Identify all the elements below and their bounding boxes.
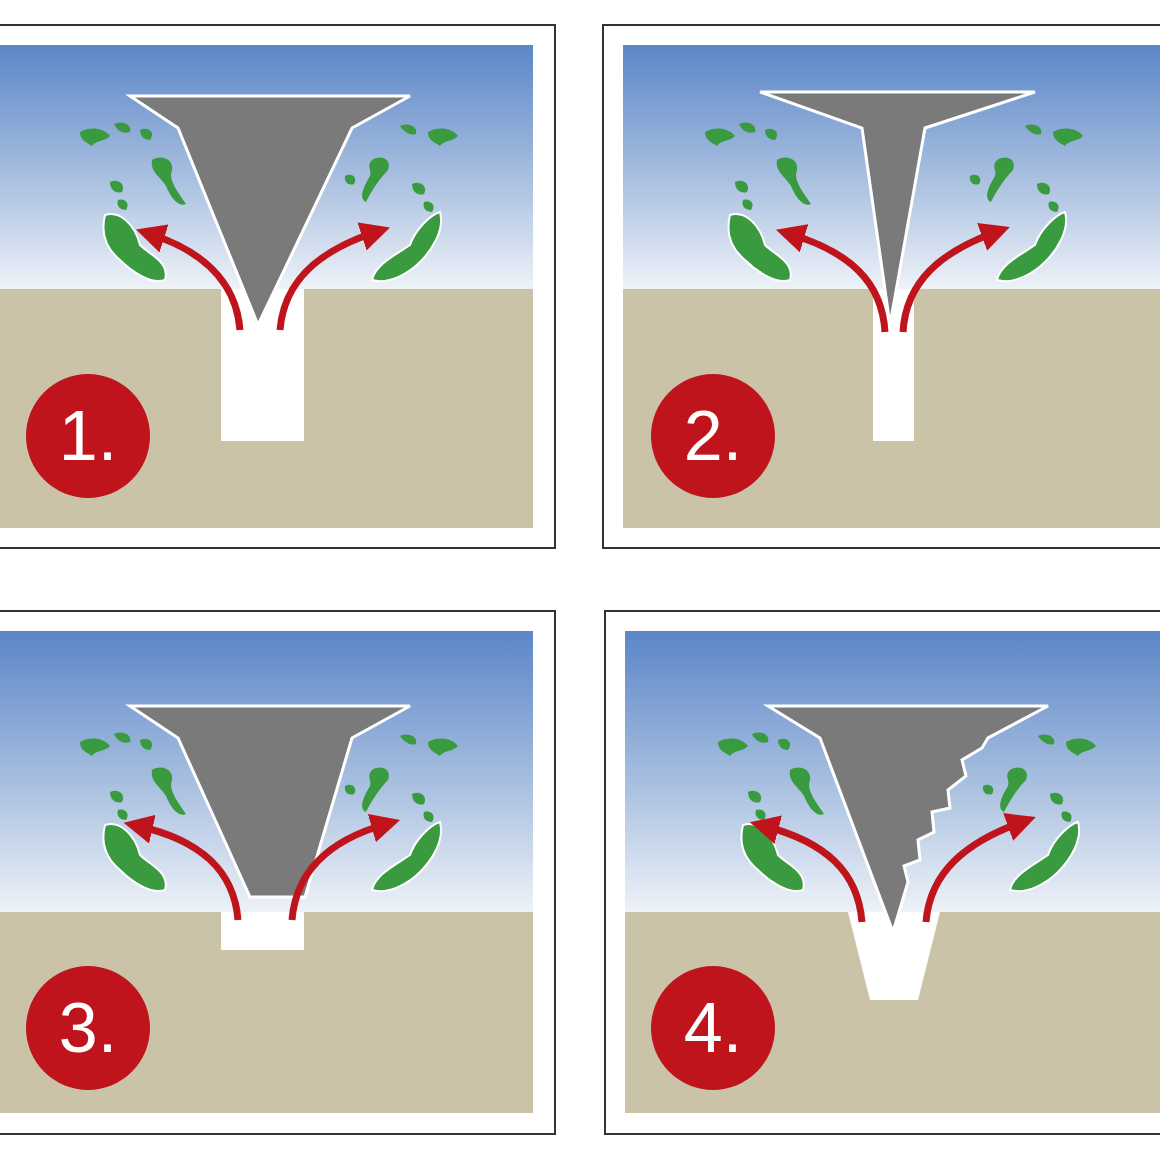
number-circle: 3. xyxy=(26,966,150,1090)
panel-4 xyxy=(605,611,1160,1134)
number-circle: 2. xyxy=(651,374,775,498)
step-number: 1. xyxy=(59,401,117,471)
step-number: 4. xyxy=(684,993,742,1063)
number-circle: 4. xyxy=(651,966,775,1090)
panel-3 xyxy=(0,611,555,1134)
panel-1 xyxy=(0,25,555,548)
panel-2 xyxy=(603,25,1160,548)
step-number: 2. xyxy=(684,401,742,471)
step-number: 3. xyxy=(59,993,117,1063)
number-circle: 1. xyxy=(26,374,150,498)
